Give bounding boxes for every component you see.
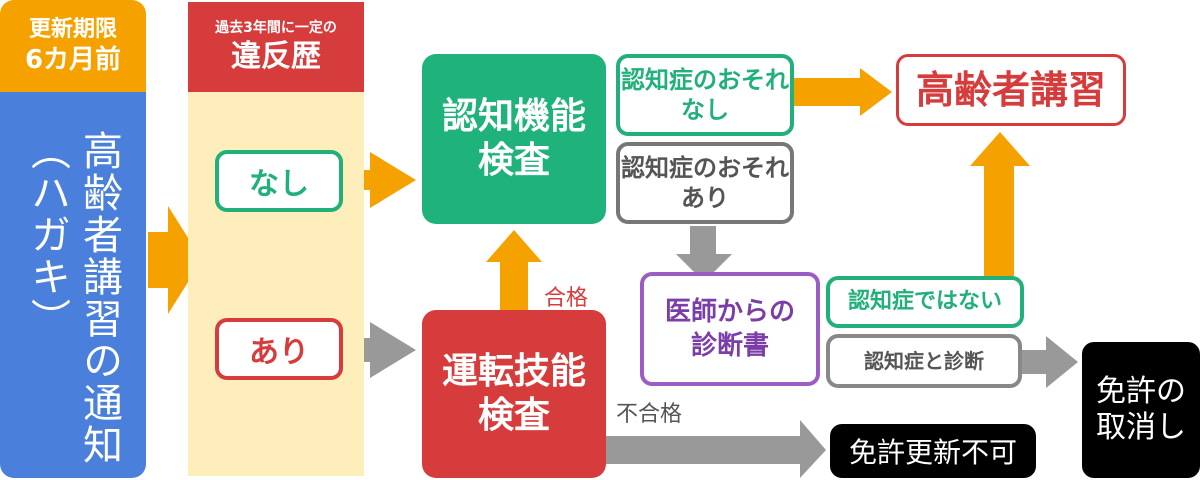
arrow-risk-to-doctor (676, 226, 732, 282)
deadline-line1: 更新期限 (28, 17, 117, 42)
notice-title: 高齢者講習の通知 (76, 130, 122, 466)
arrow-none-to-cognitive (345, 152, 416, 208)
driving-test-box: 運転技能 検査 (422, 310, 606, 478)
violation-present-box: あり (215, 318, 343, 380)
cognitive-test-box: 認知機能 検査 (422, 54, 606, 224)
revoke-line2: 取消し (1096, 410, 1186, 445)
doctor-line2: 診断書 (690, 331, 769, 361)
senior-lecture-box: 高齢者講習 (896, 54, 1126, 126)
no-dementia-risk-box: 認知症のおそれ なし (616, 54, 794, 136)
notice-subtitle: （ハガキ） (24, 130, 70, 340)
deadline-line2: 6カ月前 (24, 45, 122, 75)
doctor-certificate-box: 医師からの 診断書 (640, 272, 820, 386)
risk-line2: あり (681, 184, 729, 212)
deadline-header: 更新期限 6カ月前 (0, 0, 146, 92)
arrow-present-to-driving (345, 322, 416, 378)
dementia-diagnosed-box: 認知症と診断 (826, 334, 1022, 388)
driving-test-line1: 運転技能 (441, 351, 586, 392)
arrow-dementia-to-revoke (1022, 336, 1078, 388)
no-risk-line1: 認知症のおそれ (621, 66, 789, 94)
arrow-norisk-to-lecture (794, 68, 892, 116)
notice-panel (0, 92, 146, 478)
violation-none-box: なし (215, 150, 343, 212)
violation-header: 過去3年間に一定の 違反歴 (188, 2, 364, 92)
doctor-line1: 医師からの (664, 297, 795, 327)
cognitive-test-line1: 認知機能 (441, 96, 586, 137)
no-risk-line2: なし (681, 96, 729, 124)
not-dementia-box: 認知症ではない (826, 276, 1024, 328)
pass-label: 合格 (544, 286, 589, 311)
arrow-notdementia-to-lecture (970, 132, 1030, 276)
no-renewal-box: 免許更新不可 (830, 424, 1036, 478)
arrow-pass-up (486, 230, 542, 310)
dementia-risk-box: 認知症のおそれ あり (616, 142, 794, 224)
arrow-notice-to-violation (148, 206, 202, 314)
revoke-line1: 免許の (1096, 374, 1186, 409)
license-revocation-box: 免許の 取消し (1082, 342, 1200, 478)
risk-line1: 認知症のおそれ (621, 154, 789, 182)
violation-header-big: 違反歴 (231, 39, 321, 74)
cognitive-test-line2: 検査 (477, 140, 550, 181)
violation-header-small: 過去3年間に一定の (215, 20, 337, 36)
fail-label: 不合格 (616, 402, 683, 427)
arrow-fail-to-norenewal (606, 420, 826, 478)
driving-test-line2: 検査 (477, 395, 550, 436)
